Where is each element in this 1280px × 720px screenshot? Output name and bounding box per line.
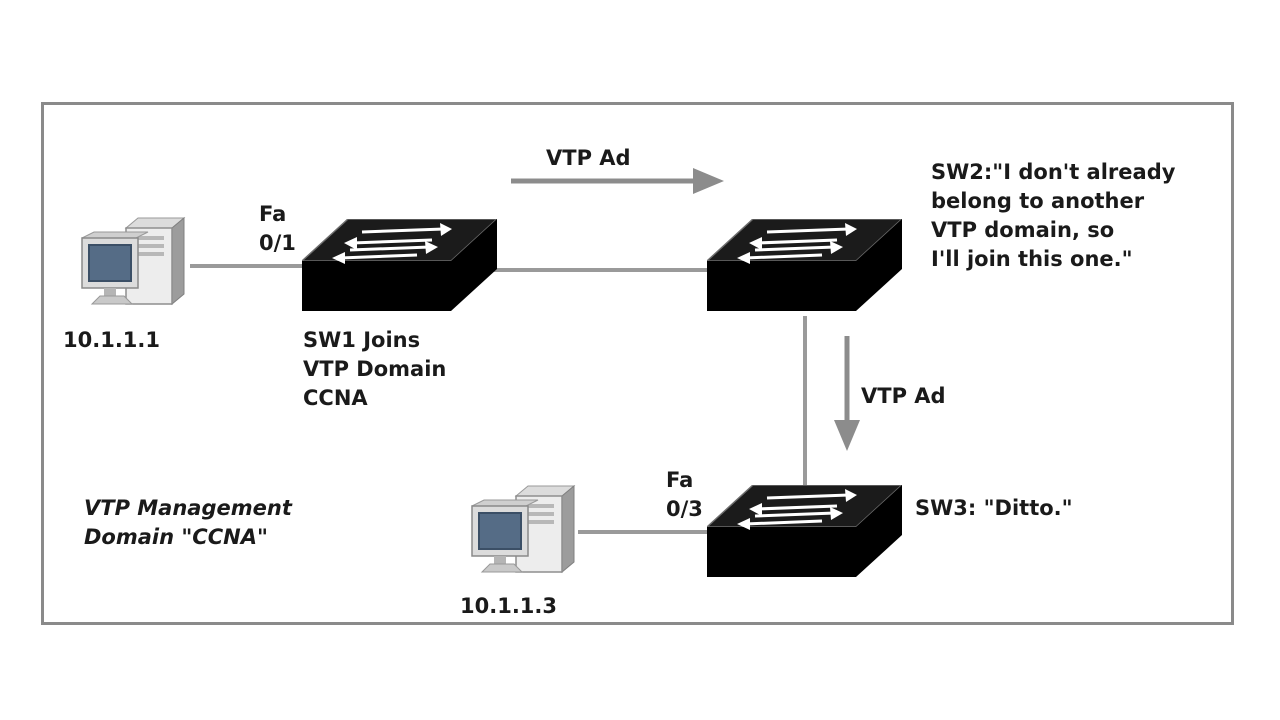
pc3-computer-icon [471,485,575,573]
diagram-frame [41,102,1234,625]
vtp-ad-label-right: VTP Ad [861,384,946,408]
sw1-switch-icon [302,219,497,311]
vtp-ad-arrow-down-icon [834,336,860,451]
pc1-computer-icon [81,217,185,305]
vtp-ad-arrow-right-icon [511,168,724,194]
sw3-caption: SW3: "Ditto." [915,496,1073,520]
vtp-domain-caption: VTP Management Domain "CCNA" [84,496,292,549]
pc1-ip-label: 10.1.1.1 [63,328,160,352]
pc3-ip-label: 10.1.1.3 [460,594,557,618]
sw2-caption: SW2:"I don't already belong to another V… [931,160,1176,271]
sw2-switch-icon [707,219,902,311]
port-fa03-label: Fa 0/3 [666,468,703,521]
sw3-switch-icon [707,485,902,577]
vtp-ad-label-top: VTP Ad [546,146,631,170]
sw1-caption: SW1 Joins VTP Domain CCNA [303,328,447,410]
port-fa01-label: Fa 0/1 [259,202,296,255]
